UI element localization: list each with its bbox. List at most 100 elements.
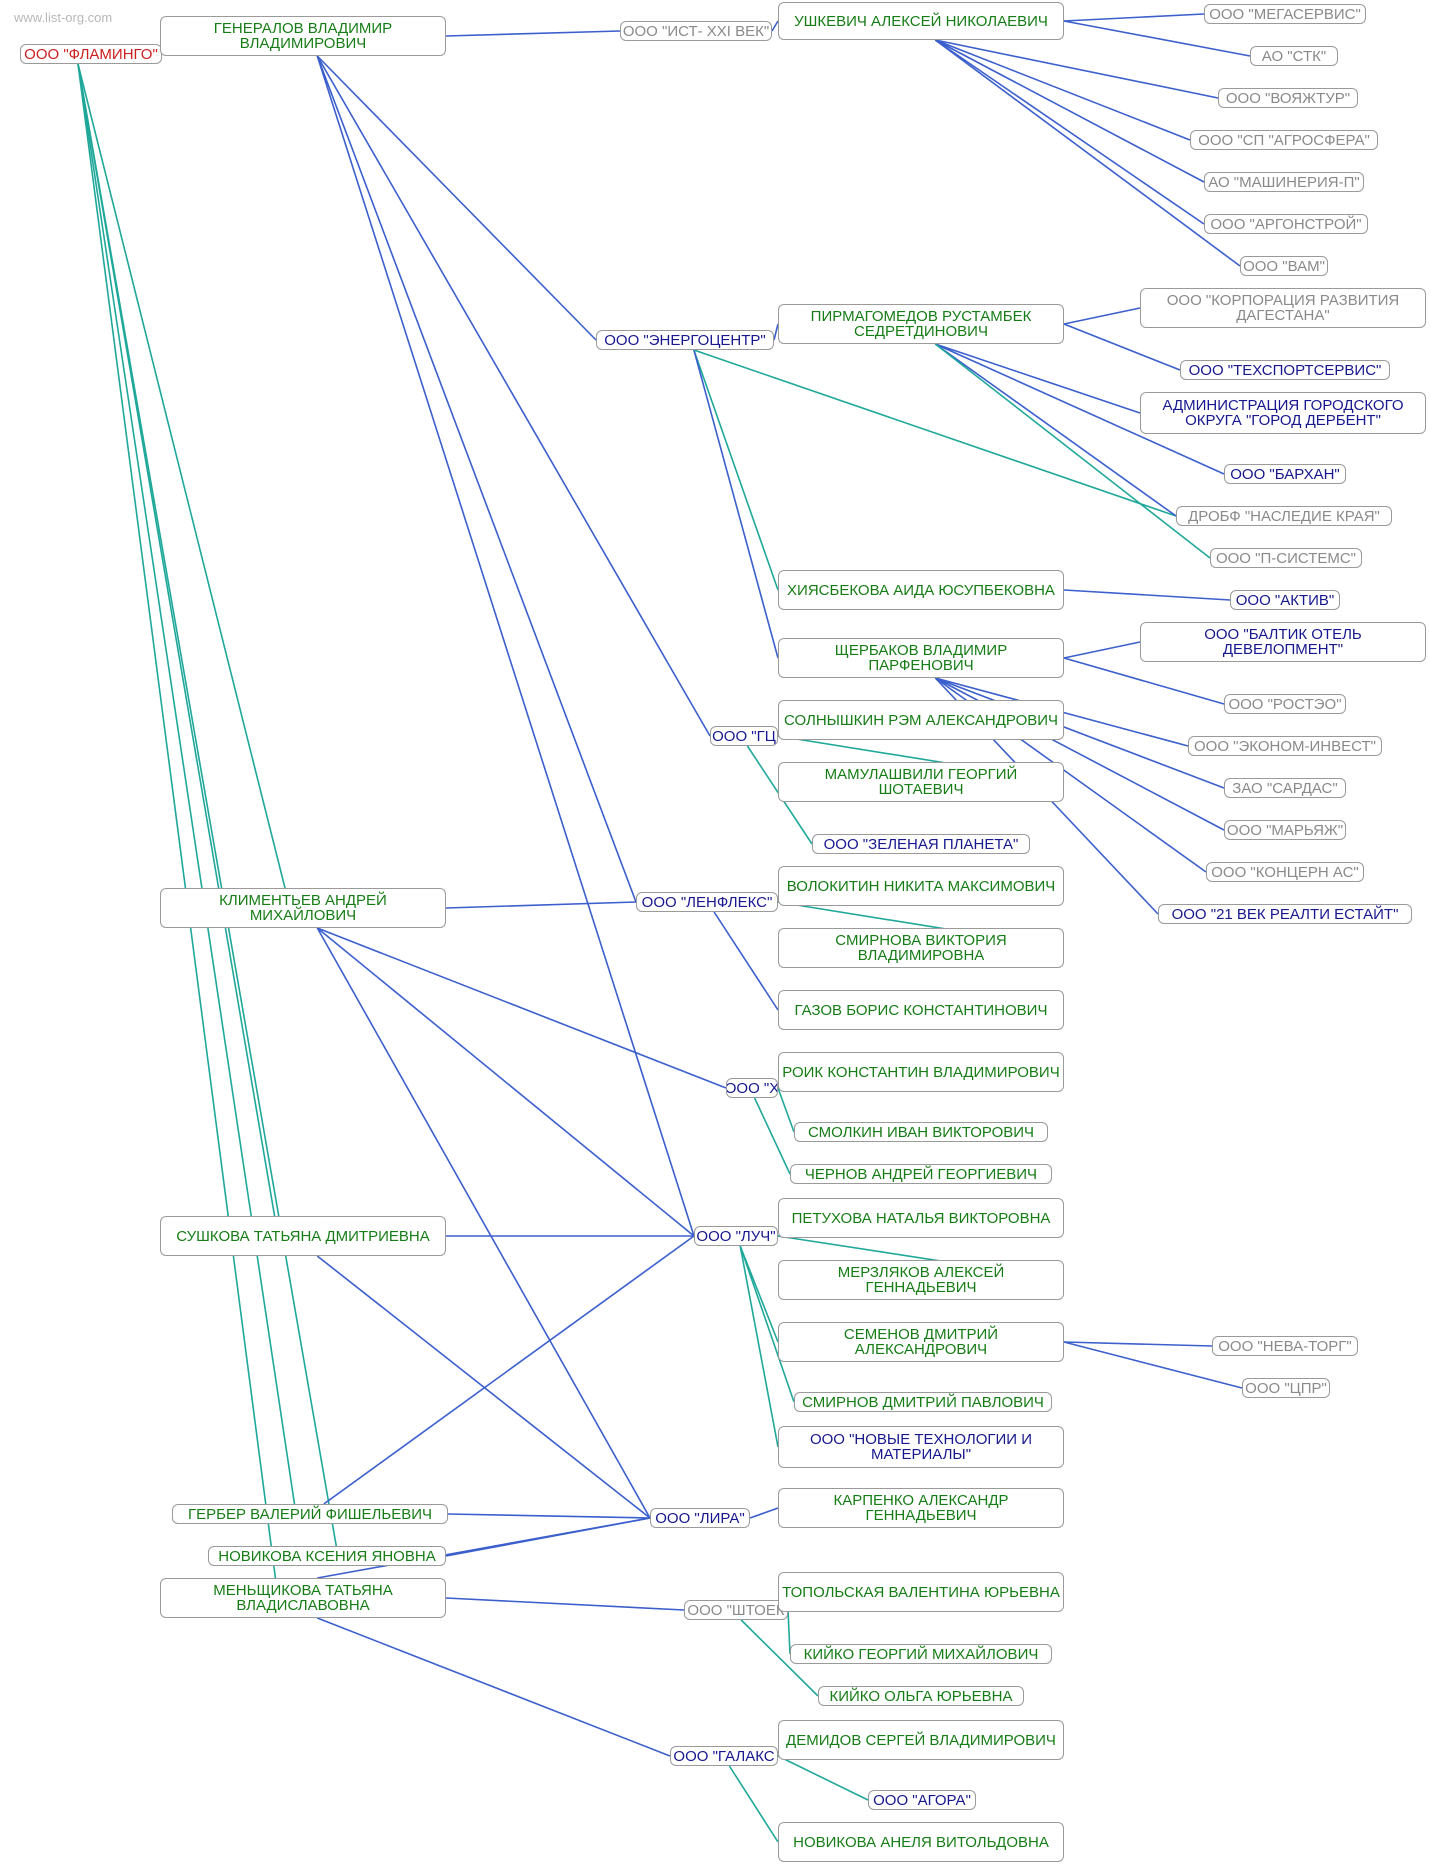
node-novikovak[interactable]: НОВИКОВА КСЕНИЯ ЯНОВНА [208,1546,446,1566]
node-gerber[interactable]: ГЕРБЕР ВАЛЕРИЙ ФИШЕЛЬЕВИЧ [172,1504,448,1524]
node-galaks[interactable]: ООО "ГАЛАКС [670,1746,778,1766]
node-label: КИЙКО ГЕОРГИЙ МИХАЙЛОВИЧ [803,1645,1039,1663]
node-mashineria[interactable]: АО "МАШИНЕРИЯ-П" [1204,172,1364,192]
edge-gerber-lira [447,1513,651,1519]
node-label: ООО "НОВЫЕ ТЕХНОЛОГИИ И МАТЕРИАЛЫ" [809,1431,1033,1463]
node-label: КЛИМЕНТЬЕВ АНДРЕЙ МИХАЙЛОВИЧ [219,892,387,924]
node-smirnovdp[interactable]: СМИРНОВ ДМИТРИЙ ПАВЛОВИЧ [794,1392,1052,1412]
node-label: ПИРМАГОМЕДОВ РУСТАМБЕК СЕДРЕТДИНОВИЧ [810,308,1032,340]
node-semenov[interactable]: СЕМЕНОВ ДМИТРИЙ АЛЕКСАНДРОВИЧ [778,1322,1064,1362]
node-gazov[interactable]: ГАЗОВ БОРИС КОНСТАНТИНОВИЧ [778,990,1064,1030]
node-agrosfera[interactable]: ООО "СП "АГРОСФЕРА" [1190,130,1378,150]
edge-lira-karpenko [749,1507,779,1519]
edge-galaks-novikovaa [728,1765,779,1843]
node-mamulashvili[interactable]: МАМУЛАШВИЛИ ГЕОРГИЙ ШОТАЕВИЧ [778,762,1064,802]
node-roik[interactable]: РОИК КОНСТАНТИН ВЛАДИМИРОВИЧ [778,1052,1064,1092]
edge-luch-smirnovdp [739,1245,795,1403]
node-shtoek[interactable]: ООО "ШТОЕК [684,1600,788,1620]
node-label: СМИРНОВА ВИКТОРИЯ ВЛАДИМИРОВНА [835,932,1007,964]
node-karpenko[interactable]: КАРПЕНКО АЛЕКСАНДР ГЕННАДЬЕВИЧ [778,1488,1064,1528]
node-solnyshkin[interactable]: СОЛНЫШКИН РЭМ АЛЕКСАНДРОВИЧ [778,700,1064,740]
node-lenfleks[interactable]: ООО "ЛЕНФЛЕКС" [636,892,778,912]
node-hiyasbekova[interactable]: ХИЯСБЕКОВА АИДА ЮСУПБЕКОВНА [778,570,1064,610]
edge-klimentyev-h [317,927,727,1089]
node-baltik[interactable]: ООО "БАЛТИК ОТЕЛЬ ДЕВЕЛОПМЕНТ" [1140,622,1426,662]
node-label: РОИК КОНСТАНТИН ВЛАДИМИРОВИЧ [782,1063,1060,1081]
node-lira[interactable]: ООО "ЛИРА" [650,1508,750,1528]
node-topolskaya[interactable]: ТОПОЛЬСКАЯ ВАЛЕНТИНА ЮРЬЕВНА [778,1572,1064,1612]
node-label: ХИЯСБЕКОВА АИДА ЮСУПБЕКОВНА [787,581,1055,599]
node-label: КАРПЕНКО АЛЕКСАНДР ГЕННАДЬЕВИЧ [833,1492,1009,1524]
node-novtech[interactable]: ООО "НОВЫЕ ТЕХНОЛОГИИ И МАТЕРИАЛЫ" [778,1426,1064,1468]
edge-ushkevich-stk [1063,20,1251,57]
node-rostzo[interactable]: ООО "РОСТЭО" [1224,694,1346,714]
node-korporacia[interactable]: ООО "КОРПОРАЦИЯ РАЗВИТИЯ ДАГЕСТАНА" [1140,288,1426,328]
node-label: ООО "ГЦ [712,727,776,745]
node-maryazh[interactable]: ООО "МАРЬЯЖ" [1224,820,1346,840]
node-energocentr[interactable]: ООО "ЭНЕРГОЦЕНТР" [596,330,774,350]
node-agora[interactable]: ООО "АГОРА" [868,1790,976,1810]
node-novikovaa[interactable]: НОВИКОВА АНЕЛЯ ВИТОЛЬДОВНА [778,1822,1064,1862]
edge-flamingo-gerber [77,63,297,1515]
node-label: АО "СТК" [1261,47,1327,65]
node-kiykog[interactable]: КИЙКО ГЕОРГИЙ МИХАЙЛОВИЧ [790,1644,1052,1664]
node-psistems[interactable]: ООО "П-СИСТЕМС" [1210,548,1362,568]
node-label: ГЕРБЕР ВАЛЕРИЙ ФИШЕЛЬЕВИЧ [188,1505,432,1523]
node-kiykoo[interactable]: КИЙКО ОЛЬГА ЮРЬЕВНА [818,1686,1024,1706]
node-cpr[interactable]: ООО "ЦПР" [1242,1378,1330,1398]
node-sushkova[interactable]: СУШКОВА ТАТЬЯНА ДМИТРИЕВНА [160,1216,446,1256]
edge-menshikova-galaks [317,1617,671,1757]
node-aktiv[interactable]: ООО "АКТИВ" [1230,590,1340,610]
node-voyazhtur[interactable]: ООО "ВОЯЖТУР" [1218,88,1358,108]
node-demidov[interactable]: ДЕМИДОВ СЕРГЕЙ ВЛАДИМИРОВИЧ [778,1720,1064,1760]
node-label: АДМИНИСТРАЦИЯ ГОРОДСКОГО ОКРУГА "ГОРОД Д… [1162,397,1404,429]
node-smirnova[interactable]: СМИРНОВА ВИКТОРИЯ ВЛАДИМИРОВНА [778,928,1064,968]
node-menshikova[interactable]: МЕНЬЩИКОВА ТАТЬЯНА ВЛАДИСЛАВОВНА [160,1578,446,1618]
node-volokitin[interactable]: ВОЛОКИТИН НИКИТА МАКСИМОВИЧ [778,866,1064,906]
node-generalov[interactable]: ГЕНЕРАЛОВ ВЛАДИМИР ВЛАДИМИРОВИЧ [160,16,446,56]
node-megaservis[interactable]: ООО "МЕГАСЕРВИС" [1204,4,1366,24]
node-h[interactable]: ООО "Х [726,1078,778,1098]
node-vekrealti[interactable]: ООО "21 ВЕК РЕАЛТИ ЕСТАЙТ" [1158,904,1412,924]
node-nevatorg[interactable]: ООО "НЕВА-ТОРГ" [1212,1336,1358,1356]
node-label: ООО "П-СИСТЕМС" [1215,549,1357,567]
node-koncern[interactable]: ООО "КОНЦЕРН АС" [1206,862,1364,882]
node-chernov[interactable]: ЧЕРНОВ АНДРЕЙ ГЕОРГИЕВИЧ [790,1164,1052,1184]
edge-energocentr-hiyasbekova [693,349,779,591]
node-flamingo[interactable]: ООО "ФЛАМИНГО" [20,44,162,64]
edge-ushkevich-argonstroy [934,39,1205,225]
node-nasledie[interactable]: ДРОБФ "НАСЛЕДИЕ КРАЯ" [1176,506,1392,526]
node-klimentyev[interactable]: КЛИМЕНТЬЕВ АНДРЕЙ МИХАЙЛОВИЧ [160,888,446,928]
node-sardas[interactable]: ЗАО "САРДАС" [1224,778,1346,798]
node-label: ТОПОЛЬСКАЯ ВАЛЕНТИНА ЮРЬЕВНА [782,1583,1060,1601]
node-zelenaya[interactable]: ООО "ЗЕЛЕНАЯ ПЛАНЕТА" [812,834,1030,854]
node-merzlyakov[interactable]: МЕРЗЛЯКОВ АЛЕКСЕЙ ГЕННАДЬЕВИЧ [778,1260,1064,1300]
node-label: МАМУЛАШВИЛИ ГЕОРГИЙ ШОТАЕВИЧ [824,766,1018,798]
edge-generalov-gc [316,55,711,737]
node-pirmagomedov[interactable]: ПИРМАГОМЕДОВ РУСТАМБЕК СЕДРЕТДИНОВИЧ [778,304,1064,344]
node-label: НОВИКОВА КСЕНИЯ ЯНОВНА [218,1547,436,1565]
node-barhan[interactable]: ООО "БАРХАН" [1224,464,1346,484]
edge-generalov-luch [316,55,695,1237]
node-argonstroy[interactable]: ООО "АРГОНСТРОЙ" [1204,214,1368,234]
edge-sushkova-lira [316,1255,651,1519]
node-stk[interactable]: АО "СТК" [1250,46,1338,66]
node-derbent[interactable]: АДМИНИСТРАЦИЯ ГОРОДСКОГО ОКРУГА "ГОРОД Д… [1140,392,1426,434]
node-label: СУШКОВА ТАТЬЯНА ДМИТРИЕВНА [176,1227,430,1245]
node-smolkin[interactable]: СМОЛКИН ИВАН ВИКТОРОВИЧ [794,1122,1048,1142]
node-luch[interactable]: ООО "ЛУЧ" [694,1226,778,1246]
edge-energocentr-scherbakov [693,349,779,659]
edge-scherbakov-sardas [935,677,1225,789]
node-ushkevich[interactable]: УШКЕВИЧ АЛЕКСЕЙ НИКОЛАЕВИЧ [778,2,1064,40]
node-label: МЕРЗЛЯКОВ АЛЕКСЕЙ ГЕННАДЬЕВИЧ [837,1264,1005,1296]
node-ist[interactable]: ООО "ИСТ- XXI ВЕК" [620,21,772,41]
node-petuhova[interactable]: ПЕТУХОВА НАТАЛЬЯ ВИКТОРОВНА [778,1198,1064,1238]
node-label: ООО "ЭНЕРГОЦЕНТР" [604,331,766,349]
node-label: ООО "21 ВЕК РЕАЛТИ ЕСТАЙТ" [1171,905,1399,923]
node-tehsport[interactable]: ООО "ТЕХСПОРТСЕРВИС" [1180,360,1390,380]
node-vam[interactable]: ООО "ВАМ" [1240,256,1328,276]
node-label: СМОЛКИН ИВАН ВИКТОРОВИЧ [807,1123,1035,1141]
node-ekonom[interactable]: ООО "ЭКОНОМ-ИНВЕСТ" [1188,736,1382,756]
node-gc[interactable]: ООО "ГЦ [710,726,778,746]
node-scherbakov[interactable]: ЩЕРБАКОВ ВЛАДИМИР ПАРФЕНОВИЧ [778,638,1064,678]
